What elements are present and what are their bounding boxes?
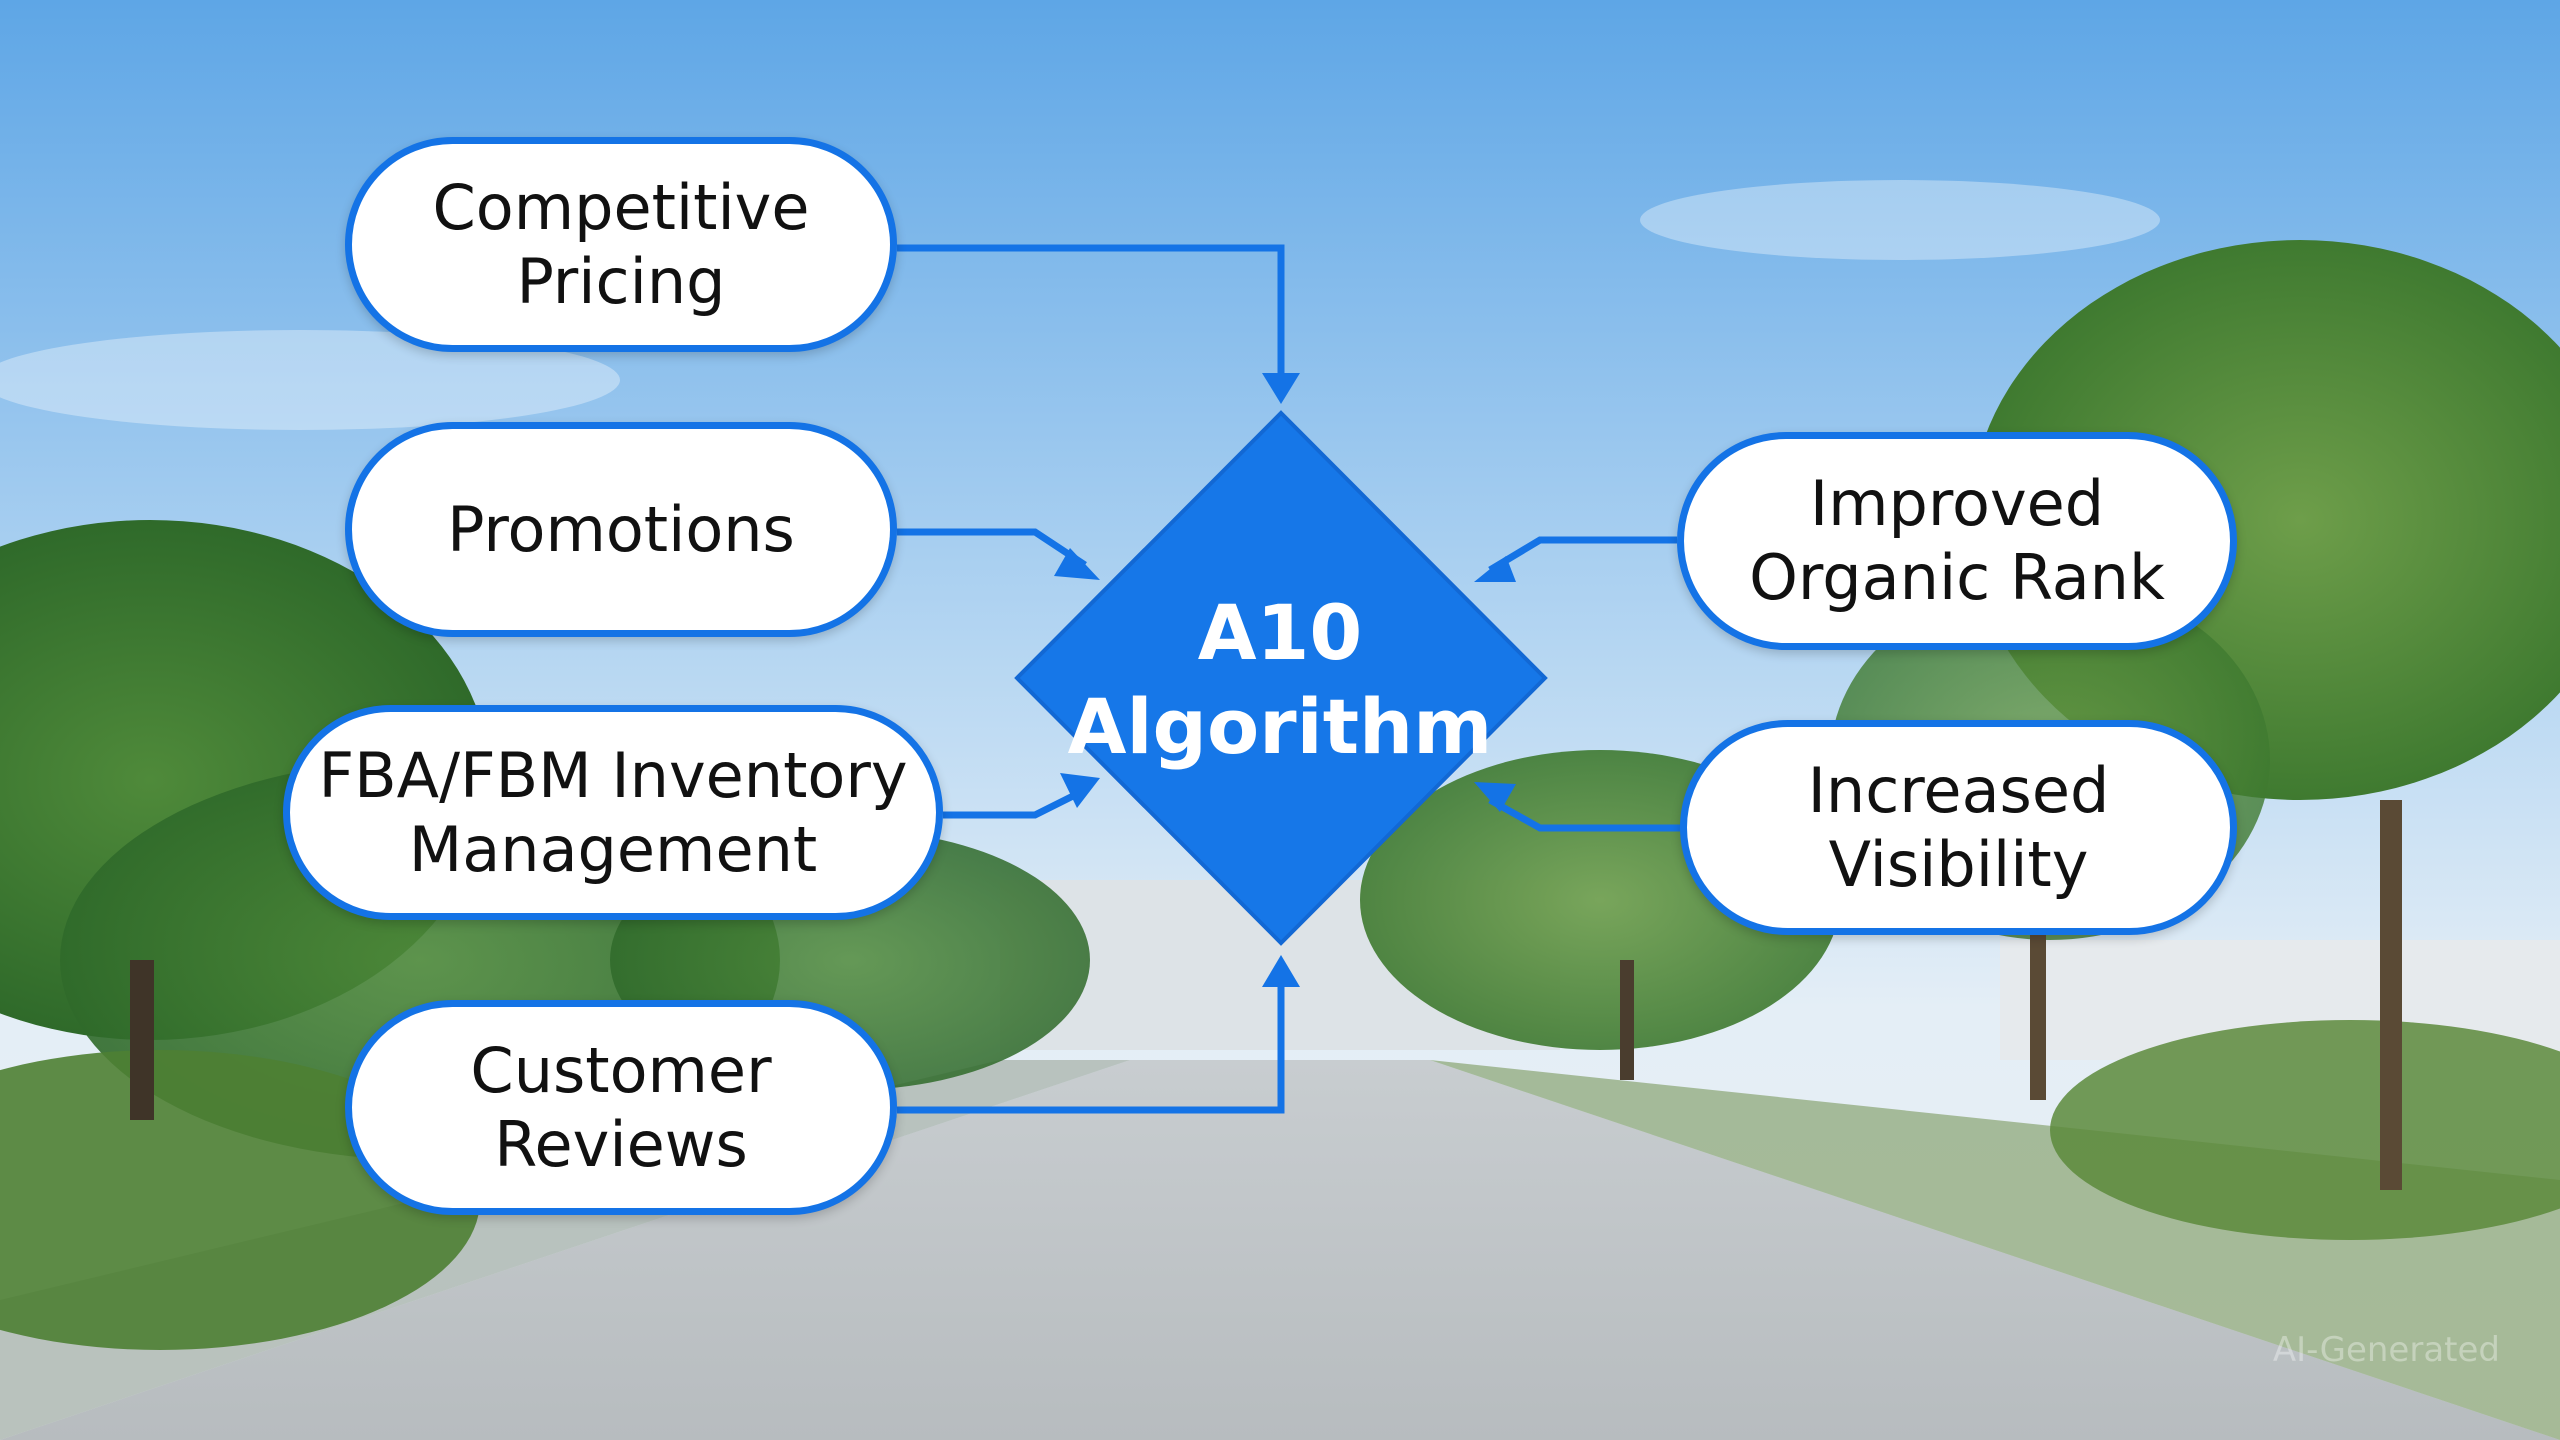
arrowhead-visibility xyxy=(1474,782,1516,812)
arrowhead-organic-rank xyxy=(1474,556,1516,582)
node-increased-visibility: Increased Visibility xyxy=(1680,720,2237,935)
node-fba-fbm-inventory: FBA/FBM Inventory Management xyxy=(283,705,943,920)
cloud xyxy=(0,330,620,430)
arrowhead-customer-reviews xyxy=(1262,955,1300,987)
node-label: Improved Organic Rank xyxy=(1749,467,2165,614)
algorithm-diamond xyxy=(1014,410,1548,946)
node-label: Competitive Pricing xyxy=(432,170,810,318)
tree-trunk xyxy=(1620,960,1634,1080)
connector-competitive-pricing xyxy=(897,244,1285,375)
bush xyxy=(2050,1020,2560,1240)
node-label: Customer Reviews xyxy=(470,1033,772,1181)
connector-organic-rank xyxy=(1488,536,1677,574)
connector-visibility xyxy=(1488,796,1680,832)
tree-trunk xyxy=(2380,800,2402,1190)
cloud xyxy=(1640,180,2160,260)
algorithm-label: A10 Algorithm xyxy=(1067,588,1493,771)
node-customer-reviews: Customer Reviews xyxy=(345,1000,897,1215)
arrowhead-fba-fbm xyxy=(1060,773,1100,808)
arrowhead-promotions xyxy=(1054,548,1100,580)
node-improved-organic-rank: Improved Organic Rank xyxy=(1677,432,2237,650)
node-label: Promotions xyxy=(447,492,795,566)
tree-trunk xyxy=(130,960,154,1120)
connector-customer-reviews xyxy=(897,985,1285,1114)
watermark: AI-Generated xyxy=(2272,1330,2500,1370)
node-label: FBA/FBM Inventory Management xyxy=(318,738,908,886)
arrowhead-competitive-pricing xyxy=(1262,373,1300,404)
tree-trunk xyxy=(2030,900,2046,1100)
road-surface xyxy=(0,1060,2560,1440)
connector-fba-fbm xyxy=(943,786,1087,819)
node-competitive-pricing: Competitive Pricing xyxy=(345,137,897,352)
node-promotions: Promotions xyxy=(345,422,897,637)
node-label: Increased Visibility xyxy=(1807,753,2110,901)
